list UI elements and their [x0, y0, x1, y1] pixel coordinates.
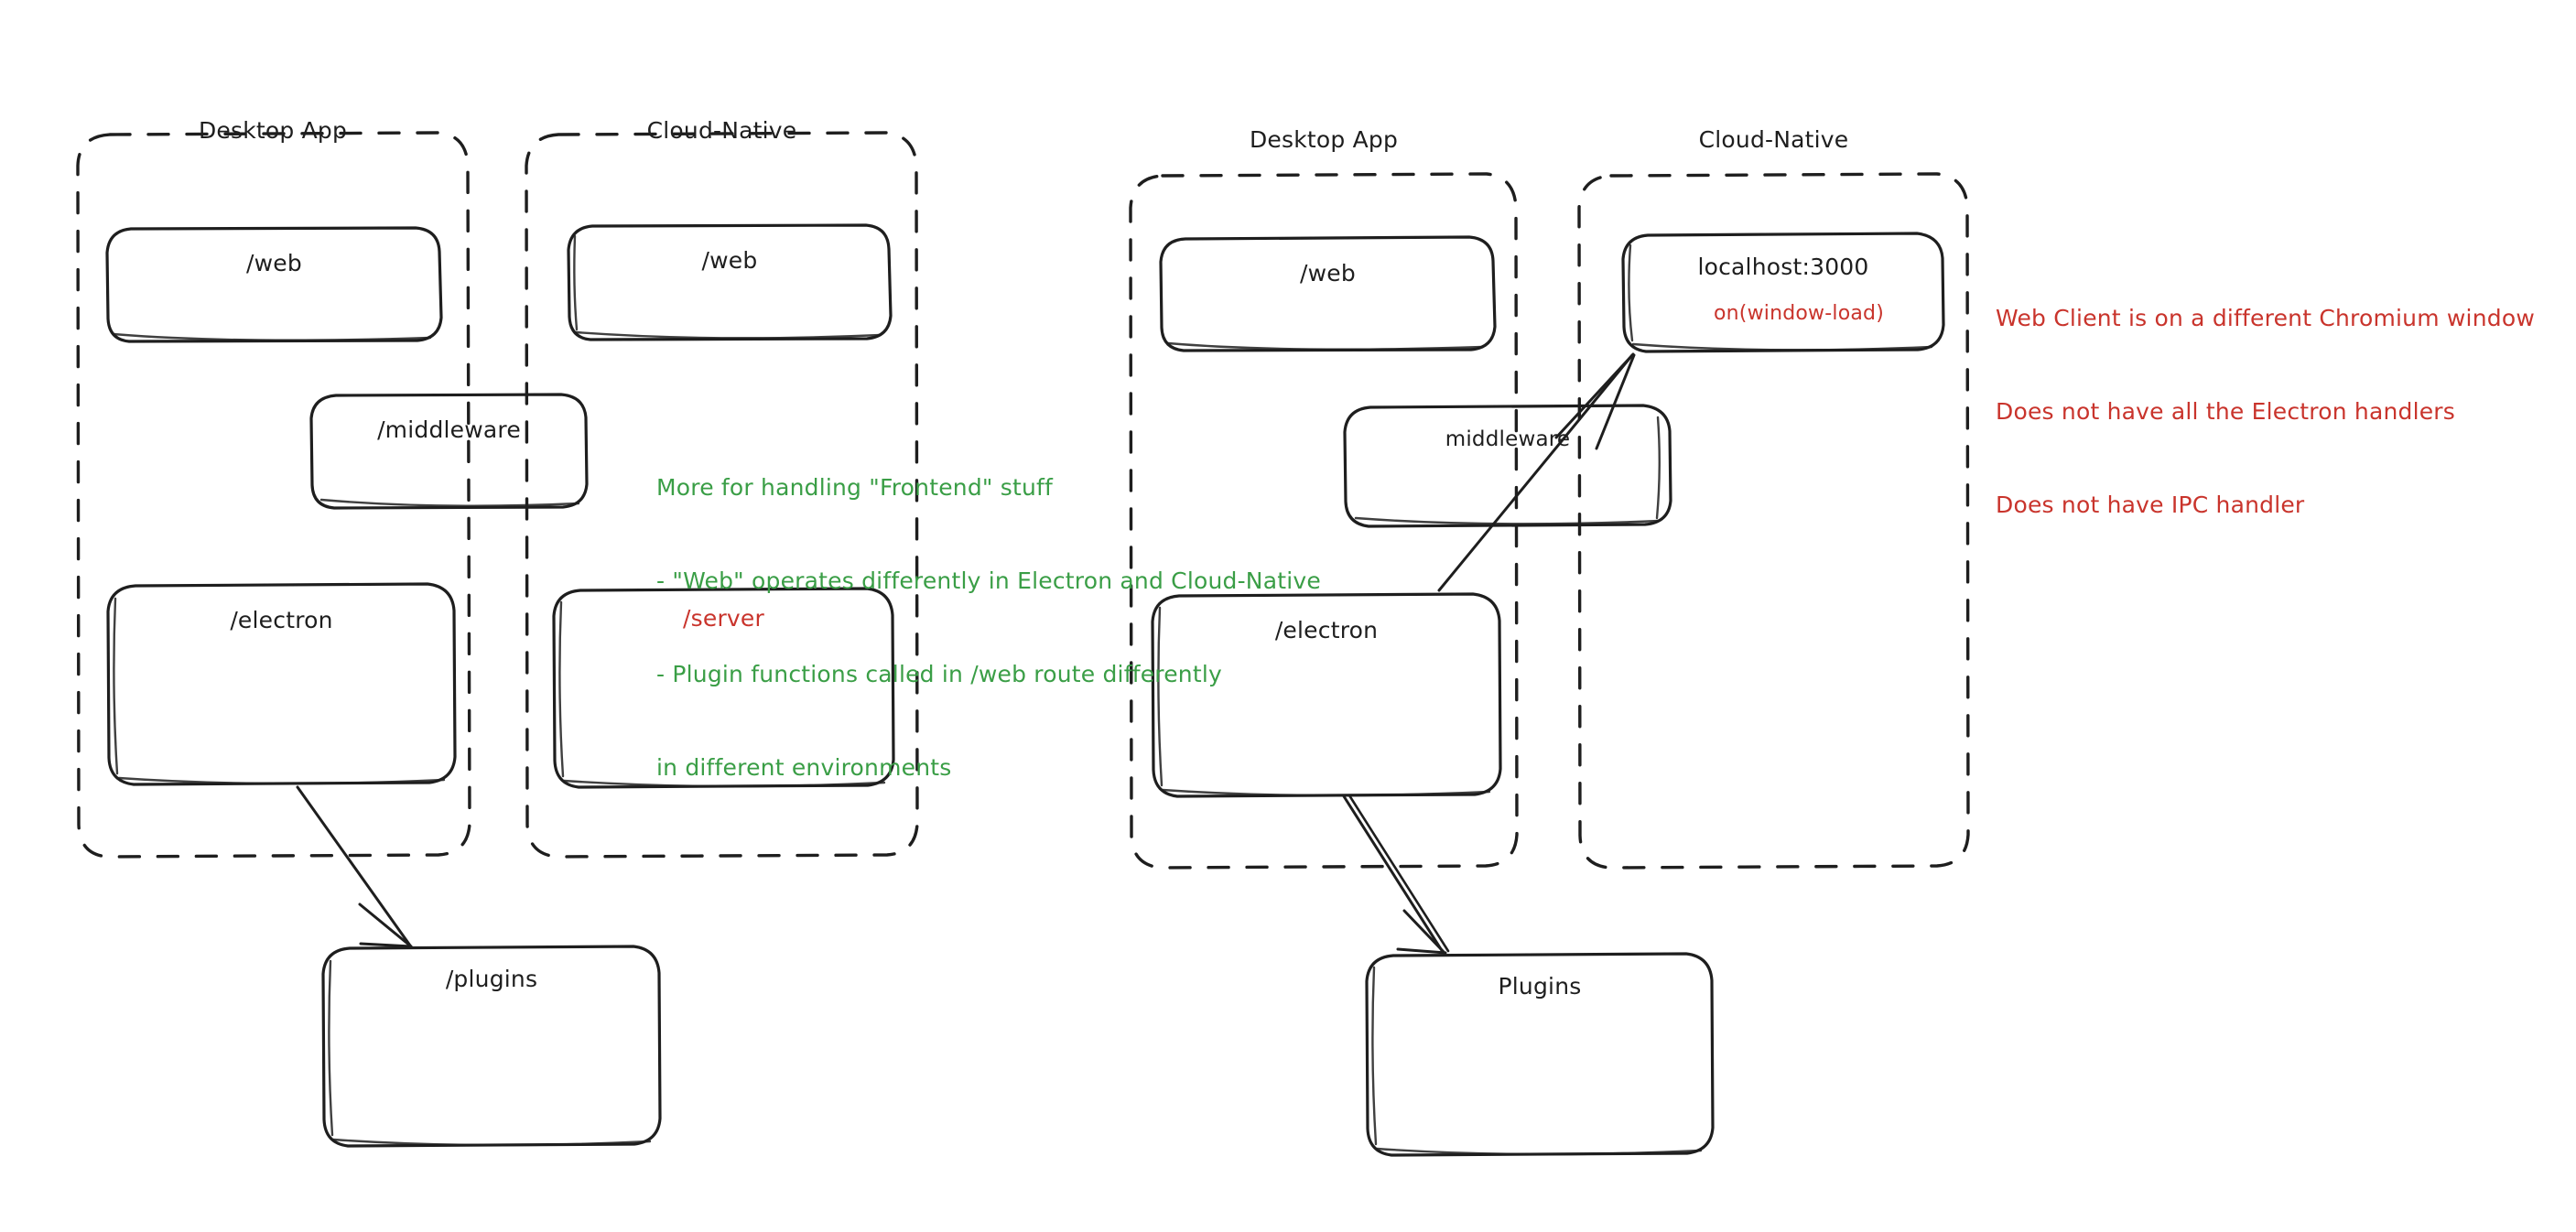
left-node-label-web-desktop[interactable]: /web [246, 250, 302, 276]
annotation-line: Does not have IPC handler [1996, 492, 2305, 518]
left-node-web-desktop-shape [105, 226, 443, 343]
right-node-sublabel-on-window-load: on(window-load) [1714, 302, 1884, 325]
annotation-line: More for handling "Frontend" stuff [656, 474, 1054, 501]
annotation-line: Web Client is on a different Chromium wi… [1996, 305, 2535, 331]
annotation-line: - "Web" operates differently in Electron… [656, 567, 1321, 594]
right-group-title-cloud-native: Cloud-Native [1698, 126, 1849, 153]
right-node-middleware-shape [1343, 404, 1672, 528]
right-edge-electron-to-plugins [1342, 794, 1450, 955]
left-edge-electron-to-plugins [296, 785, 413, 948]
left-node-label-plugins[interactable]: /plugins [445, 966, 538, 992]
right-node-label-plugins[interactable]: Plugins [1498, 973, 1582, 1000]
right-annotation-red: Web Client is on a different Chromium wi… [1996, 241, 2535, 583]
left-node-label-server[interactable]: /server [683, 605, 764, 632]
left-node-label-electron[interactable]: /electron [230, 607, 333, 633]
left-node-web-cloud-shape [567, 223, 893, 341]
left-node-label-middleware[interactable]: /middleware [377, 416, 521, 443]
left-desktop-app-container [76, 131, 471, 859]
right-node-label-web[interactable]: /web [1300, 260, 1356, 286]
right-group-title-desktop-app: Desktop App [1249, 126, 1399, 153]
right-edge-electron-to-localhost [1437, 352, 1636, 592]
left-group-title-desktop-app: Desktop App [198, 117, 348, 144]
annotation-line: in different environments [656, 754, 952, 781]
left-group-title-cloud-native: Cloud-Native [646, 117, 797, 144]
right-node-label-middleware[interactable]: middleware [1445, 427, 1571, 451]
right-node-web-shape [1159, 235, 1497, 352]
right-node-label-localhost[interactable]: localhost:3000 [1697, 254, 1869, 280]
left-node-label-web-cloud[interactable]: /web [701, 247, 758, 274]
left-annotation-green: More for handling "Frontend" stuff - "We… [656, 410, 1321, 846]
right-node-localhost-shape [1621, 232, 1945, 353]
annotation-line: - Plugin functions called in /web route … [656, 661, 1222, 687]
right-node-label-electron[interactable]: /electron [1274, 617, 1379, 643]
annotation-line: Does not have all the Electron handlers [1996, 398, 2456, 425]
left-node-middleware-shape [309, 393, 589, 510]
